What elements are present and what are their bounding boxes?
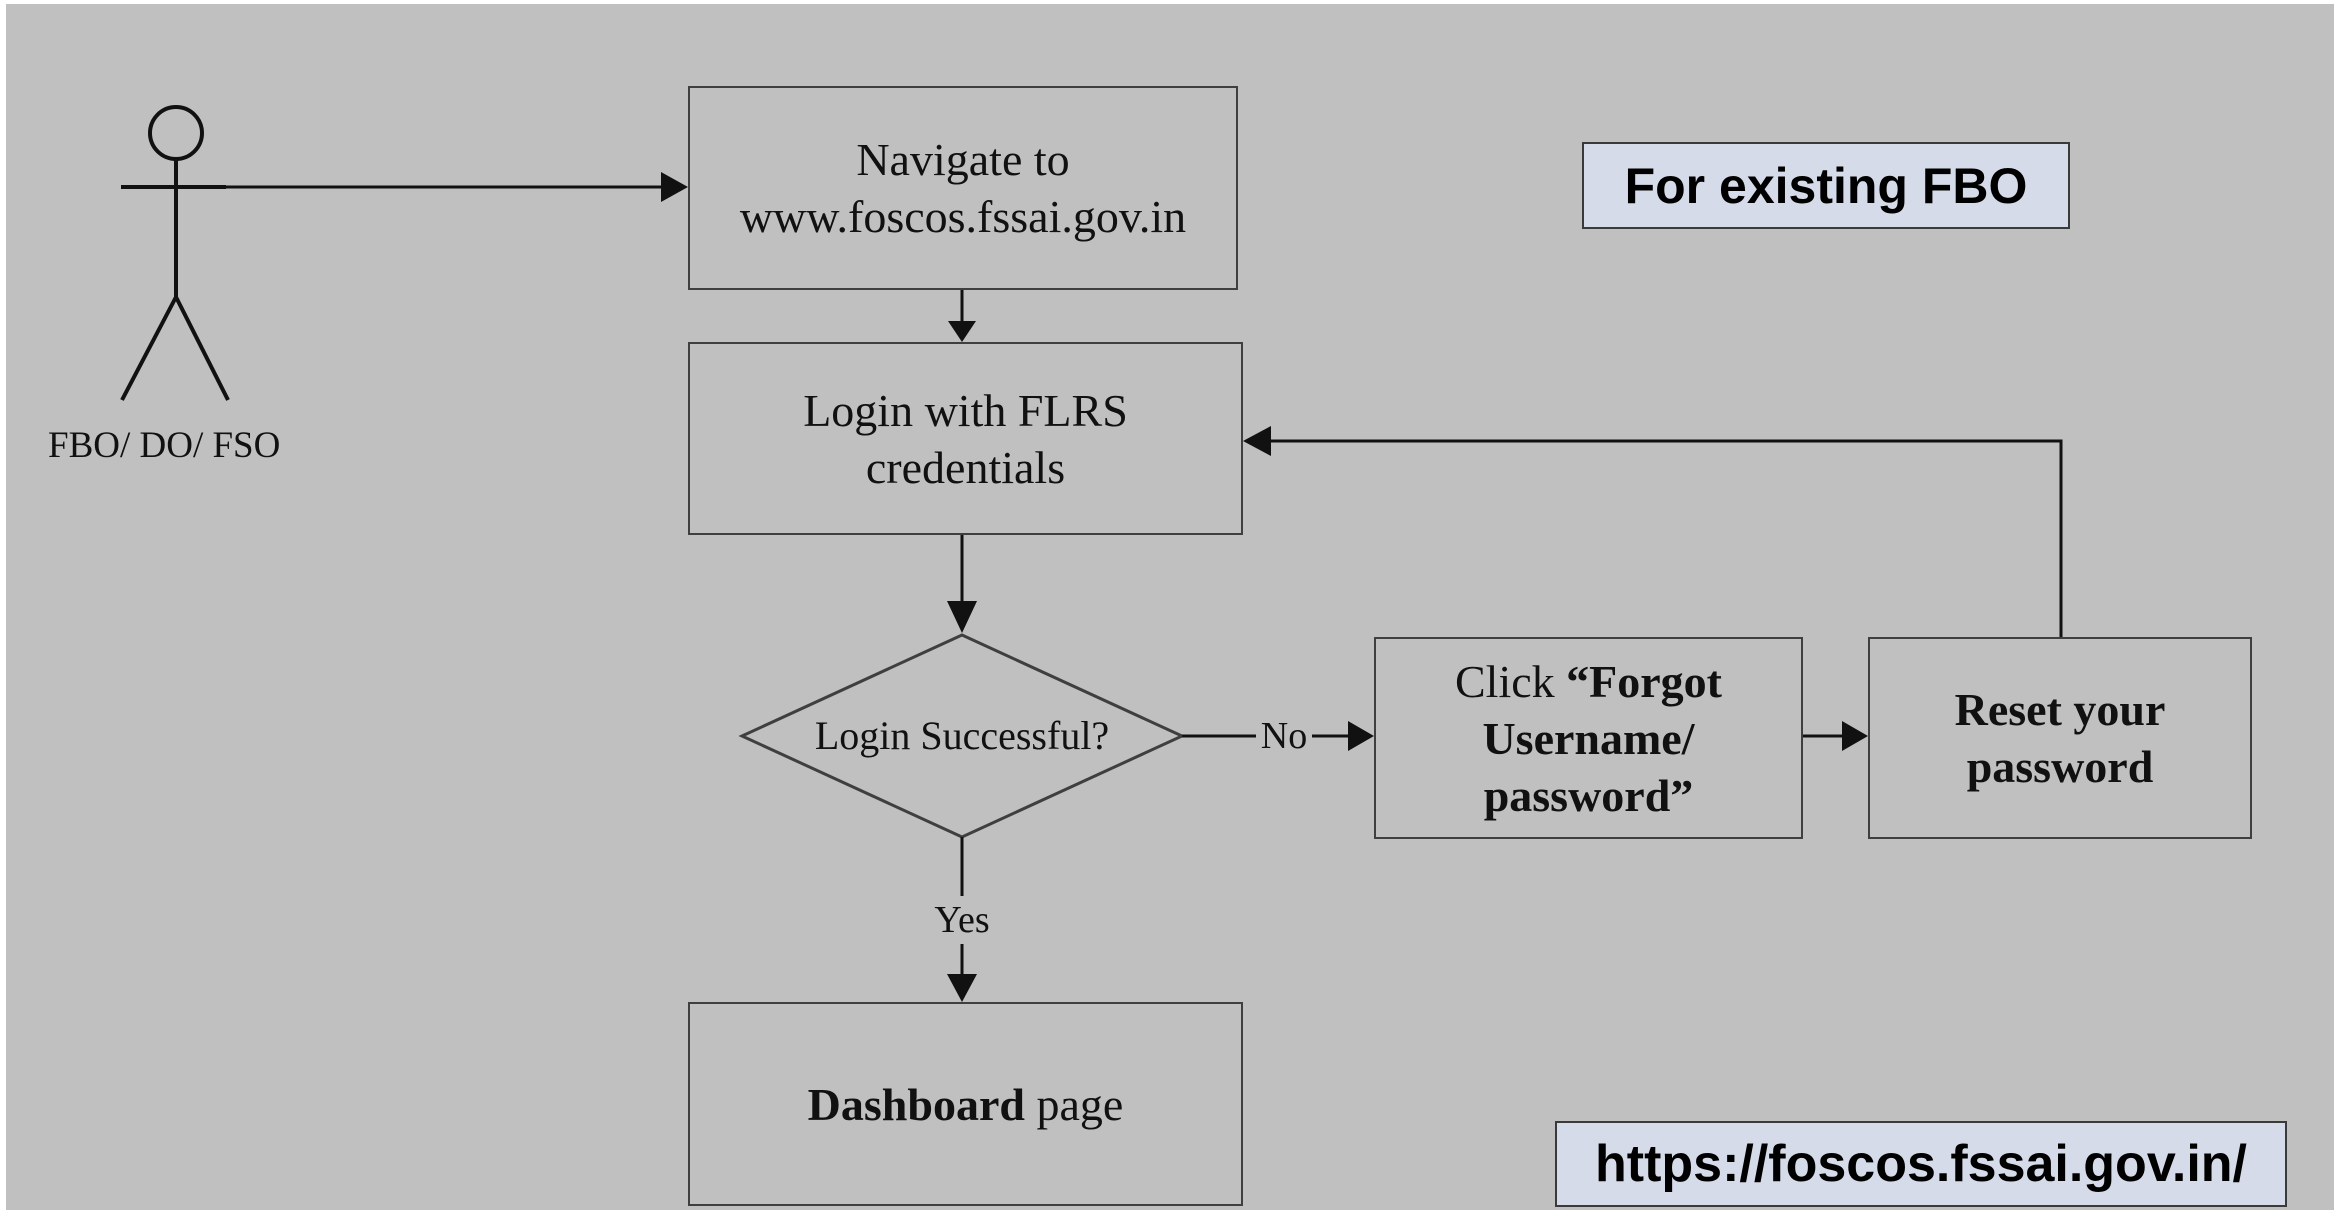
edge-reset-to-login [1243, 426, 2063, 637]
step-dashboard-text: Dashboard page [808, 1076, 1124, 1133]
step-navigate-url: www.foscos.fssai.gov.in [739, 191, 1187, 242]
step-forgot-credentials: Click “Forgot Username/ password” [1374, 637, 1803, 839]
step-reset-password: Reset your password [1868, 637, 2252, 839]
edge-forgot-to-reset [1803, 721, 1868, 751]
edge-no-label: No [1260, 715, 1308, 757]
step-forgot-line2: Username/ [1482, 712, 1695, 764]
step-dashboard: Dashboard page [688, 1002, 1243, 1206]
step-login-line1: Login with FLRS [803, 384, 1128, 436]
step-navigate: Navigate to www.foscos.fssai.gov.in [688, 86, 1238, 290]
existing-fbo-tag: For existing FBO [1582, 142, 2070, 229]
step-forgot-line1: Click “Forgot [1455, 653, 1722, 710]
edge-actor-to-navigate [226, 172, 688, 202]
step-reset-line2: password [1966, 741, 2154, 792]
step-login: Login with FLRS credentials [688, 342, 1243, 535]
step-navigate-line1: Navigate to [856, 134, 1070, 185]
edge-yes-label: Yes [934, 899, 990, 941]
step-login-line2: credentials [865, 441, 1066, 493]
step-forgot-line3: password” [1483, 769, 1694, 821]
edge-decision-yes [947, 837, 977, 1002]
flowchart-connectors [120, 105, 2063, 1002]
actor-icon [120, 105, 230, 401]
edge-navigate-to-login [948, 290, 976, 342]
actor-label: FBO/ DO/ FSO [48, 425, 281, 466]
foscos-url-tag: https://foscos.fssai.gov.in/ [1555, 1121, 2287, 1207]
decision-label: Login Successful? [814, 713, 1110, 758]
step-forgot-bold: “Forgot [1566, 655, 1722, 707]
edge-decision-no [1182, 721, 1374, 751]
step-dashboard-bold: Dashboard [807, 1078, 1025, 1130]
step-reset-line1: Reset your [1954, 684, 2166, 735]
step-forgot-prefix: Click [1454, 655, 1567, 707]
edge-login-to-decision [947, 535, 977, 633]
step-dashboard-rest: page [1024, 1078, 1124, 1130]
flowchart-canvas: FBO/ DO/ FSO Navigate to www.foscos.fssa… [6, 4, 2334, 1210]
